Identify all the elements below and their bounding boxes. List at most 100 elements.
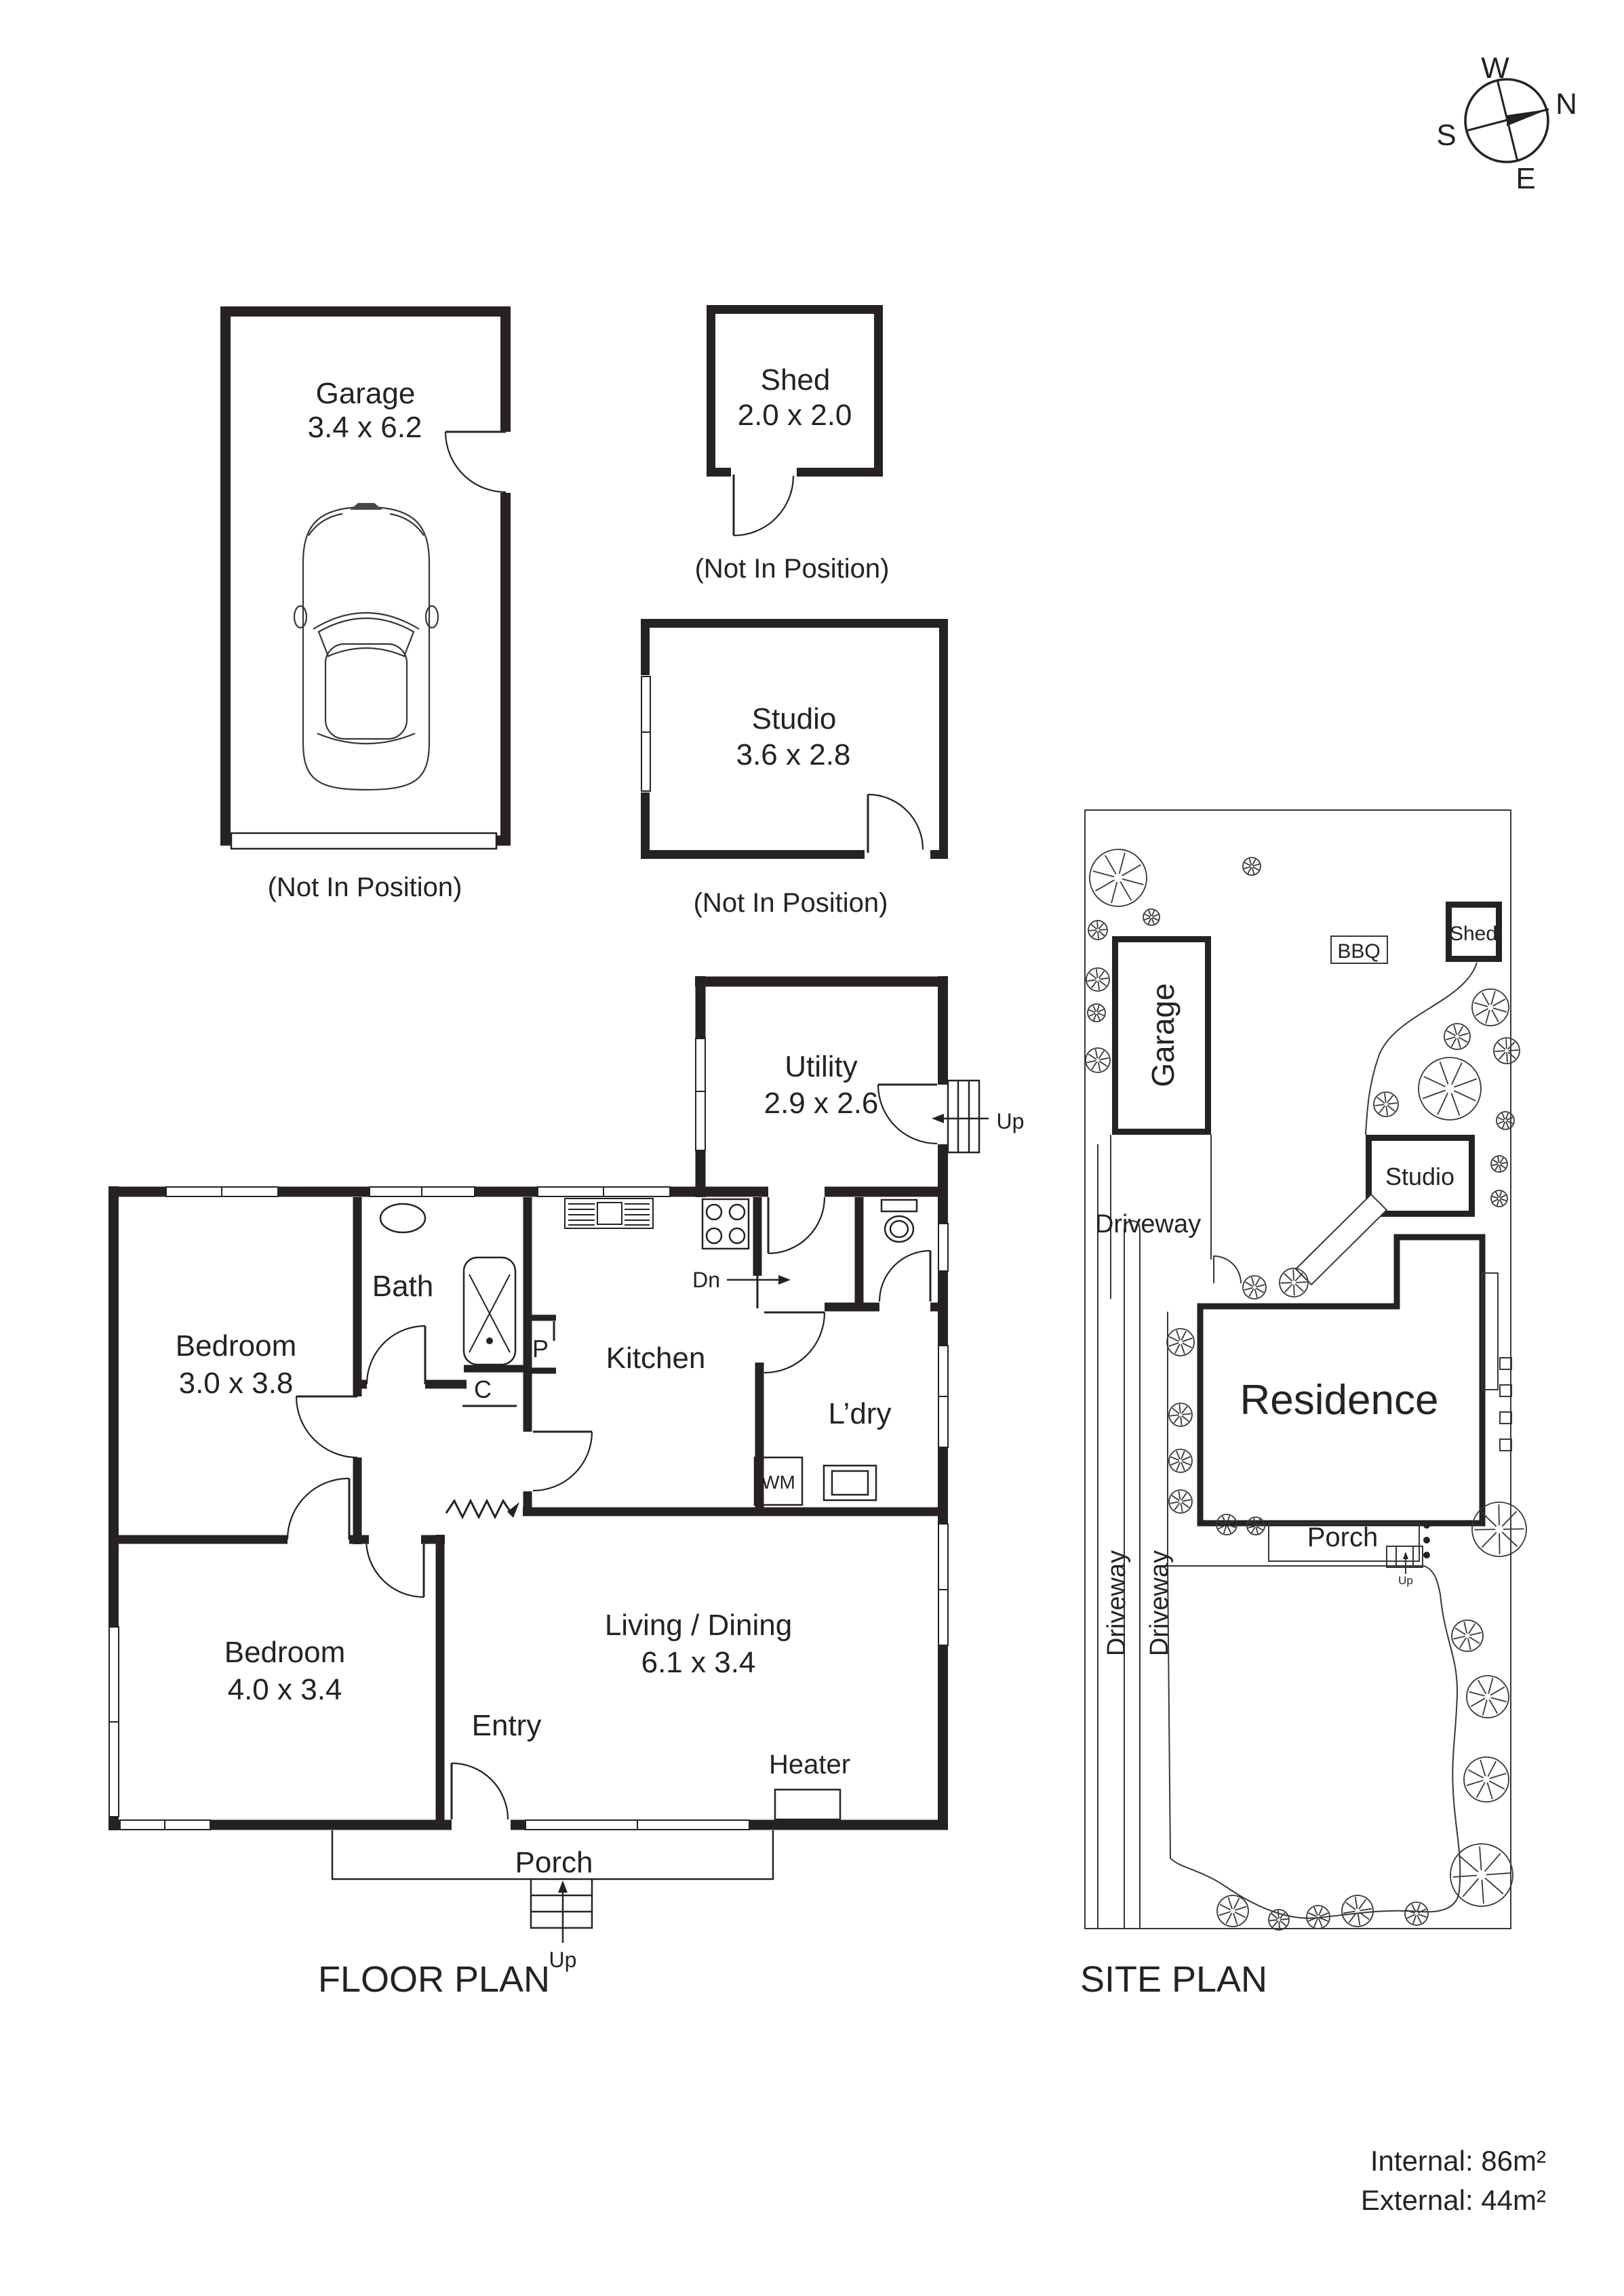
fp-laundry-label: L’dry xyxy=(829,1397,892,1430)
fp-studio-walls xyxy=(641,619,948,859)
tree-icon xyxy=(1341,1895,1374,1927)
site-garage-label: Garage xyxy=(1145,983,1181,1087)
fp-bedroom2-dims: 4.0 x 3.4 xyxy=(228,1673,342,1706)
site-driveway-garage-label: Driveway xyxy=(1095,1210,1201,1238)
tree-icon xyxy=(1168,1449,1193,1473)
fp-minor-walls xyxy=(462,1276,759,1407)
fp-shed-label: Shed xyxy=(761,363,831,397)
fp-garage-note: (Not In Position) xyxy=(268,872,462,902)
fp-utility-steps xyxy=(932,1079,989,1154)
fp-garage-car-icon xyxy=(293,503,439,791)
site-porch-up-label: Up xyxy=(1398,1574,1413,1587)
fp-bedroom1-label: Bedroom xyxy=(176,1329,297,1363)
external-area-label: External: 44m² xyxy=(1361,2184,1546,2216)
tree-icon xyxy=(1463,1756,1509,1802)
site-lawn-outline xyxy=(1166,1565,1461,1919)
site-porch xyxy=(1268,1522,1430,1574)
site-studio-box xyxy=(1366,1135,1475,1217)
site-bbq-box xyxy=(1330,935,1388,964)
tree-icon xyxy=(1496,1111,1515,1130)
fp-kitchen-label: Kitchen xyxy=(606,1342,706,1375)
tree-icon xyxy=(1216,1514,1237,1535)
fp-bath-label: Bath xyxy=(372,1270,434,1303)
tree-icon xyxy=(1168,1489,1193,1514)
fp-studio-dims: 3.6 x 2.8 xyxy=(736,738,851,771)
tree-icon xyxy=(1306,1905,1330,1929)
fp-porch xyxy=(331,1830,774,1943)
site-residence-details xyxy=(1213,1255,1512,1451)
fp-main-interior-walls xyxy=(108,1197,948,1825)
tree-icon xyxy=(1085,1047,1111,1073)
tree-icon xyxy=(1444,1023,1471,1050)
site-walkway xyxy=(1294,1193,1388,1286)
tree-icon xyxy=(1466,1675,1509,1718)
tree-icon xyxy=(1490,1190,1508,1207)
tree-icon xyxy=(1166,1328,1195,1356)
tree-icon xyxy=(1242,1275,1267,1300)
fp-garage-label: Garage xyxy=(316,377,416,410)
site-plan-title: SITE PLAN xyxy=(1080,1959,1267,2000)
tree-icon xyxy=(1242,857,1261,876)
fp-living-label: Living / Dining xyxy=(605,1609,792,1642)
site-residence-label: Residence xyxy=(1240,1377,1439,1424)
fp-wm-label: WM xyxy=(761,1472,795,1493)
tree-icon xyxy=(1418,1057,1482,1121)
tree-icon xyxy=(1168,1403,1193,1427)
site-shed-box xyxy=(1446,902,1502,962)
fp-studio-window xyxy=(641,676,651,792)
tree-icon xyxy=(1279,1268,1309,1297)
fp-main-exterior-walls xyxy=(108,976,948,1830)
laundry-trough-icon xyxy=(823,1464,877,1502)
tree-icon xyxy=(1471,1502,1527,1557)
tree-icon xyxy=(1493,1037,1520,1064)
fp-utility-dims: 2.9 x 2.6 xyxy=(764,1087,879,1120)
compass-west-label: W xyxy=(1481,52,1509,85)
tree-icon xyxy=(1086,967,1110,992)
fp-bedroom1-dims: 3.0 x 3.8 xyxy=(179,1367,294,1400)
compass-east-label: E xyxy=(1516,162,1535,195)
fp-windows xyxy=(108,1038,949,1830)
compass-north-label: N xyxy=(1556,87,1577,121)
site-shed-label: Shed xyxy=(1450,923,1497,945)
site-driveway-right-label: Driveway xyxy=(1145,1550,1174,1656)
fp-dn-label: Dn xyxy=(692,1268,720,1292)
fp-shed-door xyxy=(732,475,795,537)
fp-utility-up-label: Up xyxy=(997,1109,1025,1133)
washing-machine-icon xyxy=(753,1456,804,1506)
fp-studio-door xyxy=(867,793,924,853)
site-trees xyxy=(1085,849,1527,1931)
fp-garage-dims: 3.4 x 6.2 xyxy=(308,411,422,444)
tree-icon xyxy=(1143,908,1160,926)
site-residence-outline xyxy=(1197,1234,1486,1527)
fp-living-dims: 6.1 x 3.4 xyxy=(641,1646,756,1679)
tree-icon xyxy=(1089,849,1147,907)
tree-icon xyxy=(1490,1155,1508,1173)
compass-south-label: S xyxy=(1436,119,1456,152)
heater-icon xyxy=(774,1788,841,1821)
site-driveway-lines xyxy=(1097,1135,1212,1929)
fp-pantry-label: P xyxy=(532,1335,549,1363)
fp-garage-walls xyxy=(220,306,511,846)
tree-icon xyxy=(1404,1901,1429,1926)
tree-icon xyxy=(1471,988,1509,1026)
tree-icon xyxy=(1450,1843,1513,1907)
internal-area-label: Internal: 86m² xyxy=(1370,2145,1546,2177)
fp-fixtures xyxy=(379,1198,918,1821)
fp-studio-label: Studio xyxy=(752,702,837,736)
tree-icon xyxy=(1088,920,1108,940)
fp-entry-label: Entry xyxy=(472,1709,542,1742)
fp-shed-dims: 2.0 x 2.0 xyxy=(738,399,852,432)
tree-icon xyxy=(1246,1516,1265,1535)
floor-plan-title: FLOOR PLAN xyxy=(318,1959,550,2000)
toilet-icon xyxy=(880,1199,918,1243)
bath-basin-icon xyxy=(379,1203,427,1234)
fp-studio-note: (Not In Position) xyxy=(694,888,888,918)
kitchen-sink-icon xyxy=(564,1198,654,1229)
tree-icon xyxy=(1268,1909,1290,1931)
compass-rose xyxy=(1464,78,1549,163)
fp-heater-label: Heater xyxy=(769,1750,850,1779)
fp-porch-label: Porch xyxy=(515,1846,593,1879)
stove-icon xyxy=(701,1198,750,1250)
site-garage-box xyxy=(1112,936,1211,1135)
